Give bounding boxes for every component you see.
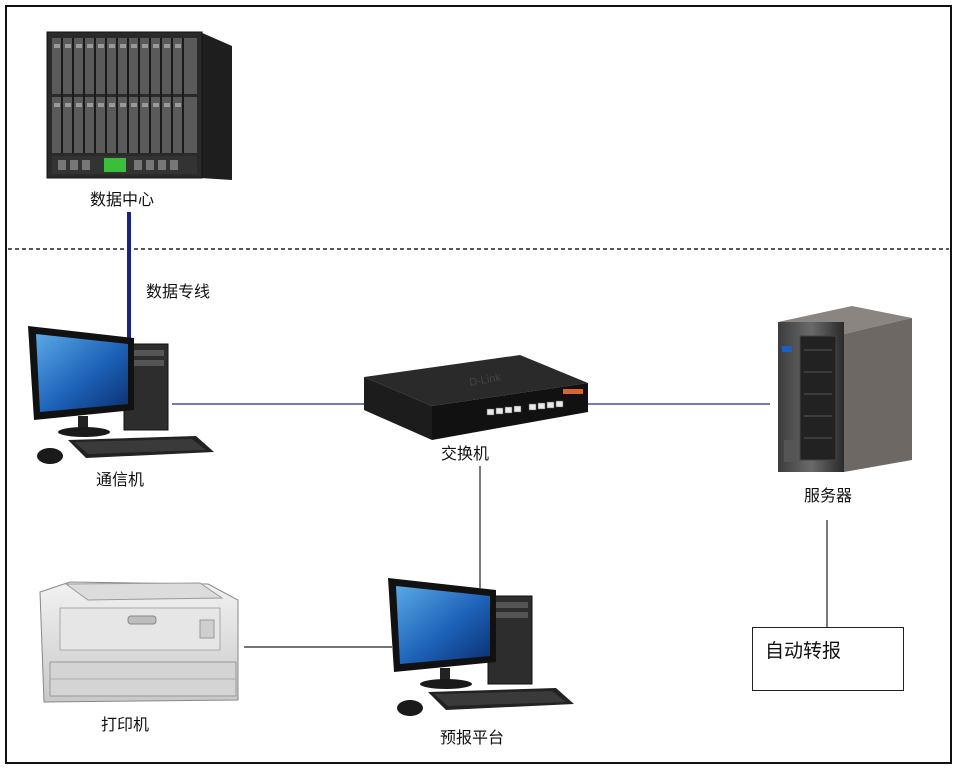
outer-frame bbox=[5, 5, 952, 764]
printer-icon bbox=[39, 581, 239, 703]
label-forecast-pc: 预报平台 bbox=[440, 728, 505, 747]
auto-forward-label: 自动转报 bbox=[765, 640, 842, 662]
label-comm-pc: 通信机 bbox=[96, 470, 145, 489]
label-server: 服务器 bbox=[804, 486, 853, 505]
network-switch-icon: D-Link bbox=[364, 355, 588, 440]
svg-text:D-Link: D-Link bbox=[468, 372, 502, 389]
blade-server-icon bbox=[46, 31, 232, 180]
auto-forward-box: 自动转报 bbox=[752, 627, 904, 691]
tower-server-icon bbox=[778, 306, 912, 472]
label-datacenter: 数据中心 bbox=[90, 190, 155, 209]
desktop-pc-icon bbox=[388, 578, 574, 716]
desktop-pc-icon bbox=[28, 326, 214, 464]
label-dedicated-line: 数据专线 bbox=[146, 282, 211, 301]
label-switch: 交换机 bbox=[441, 444, 490, 463]
label-printer: 打印机 bbox=[101, 715, 150, 734]
